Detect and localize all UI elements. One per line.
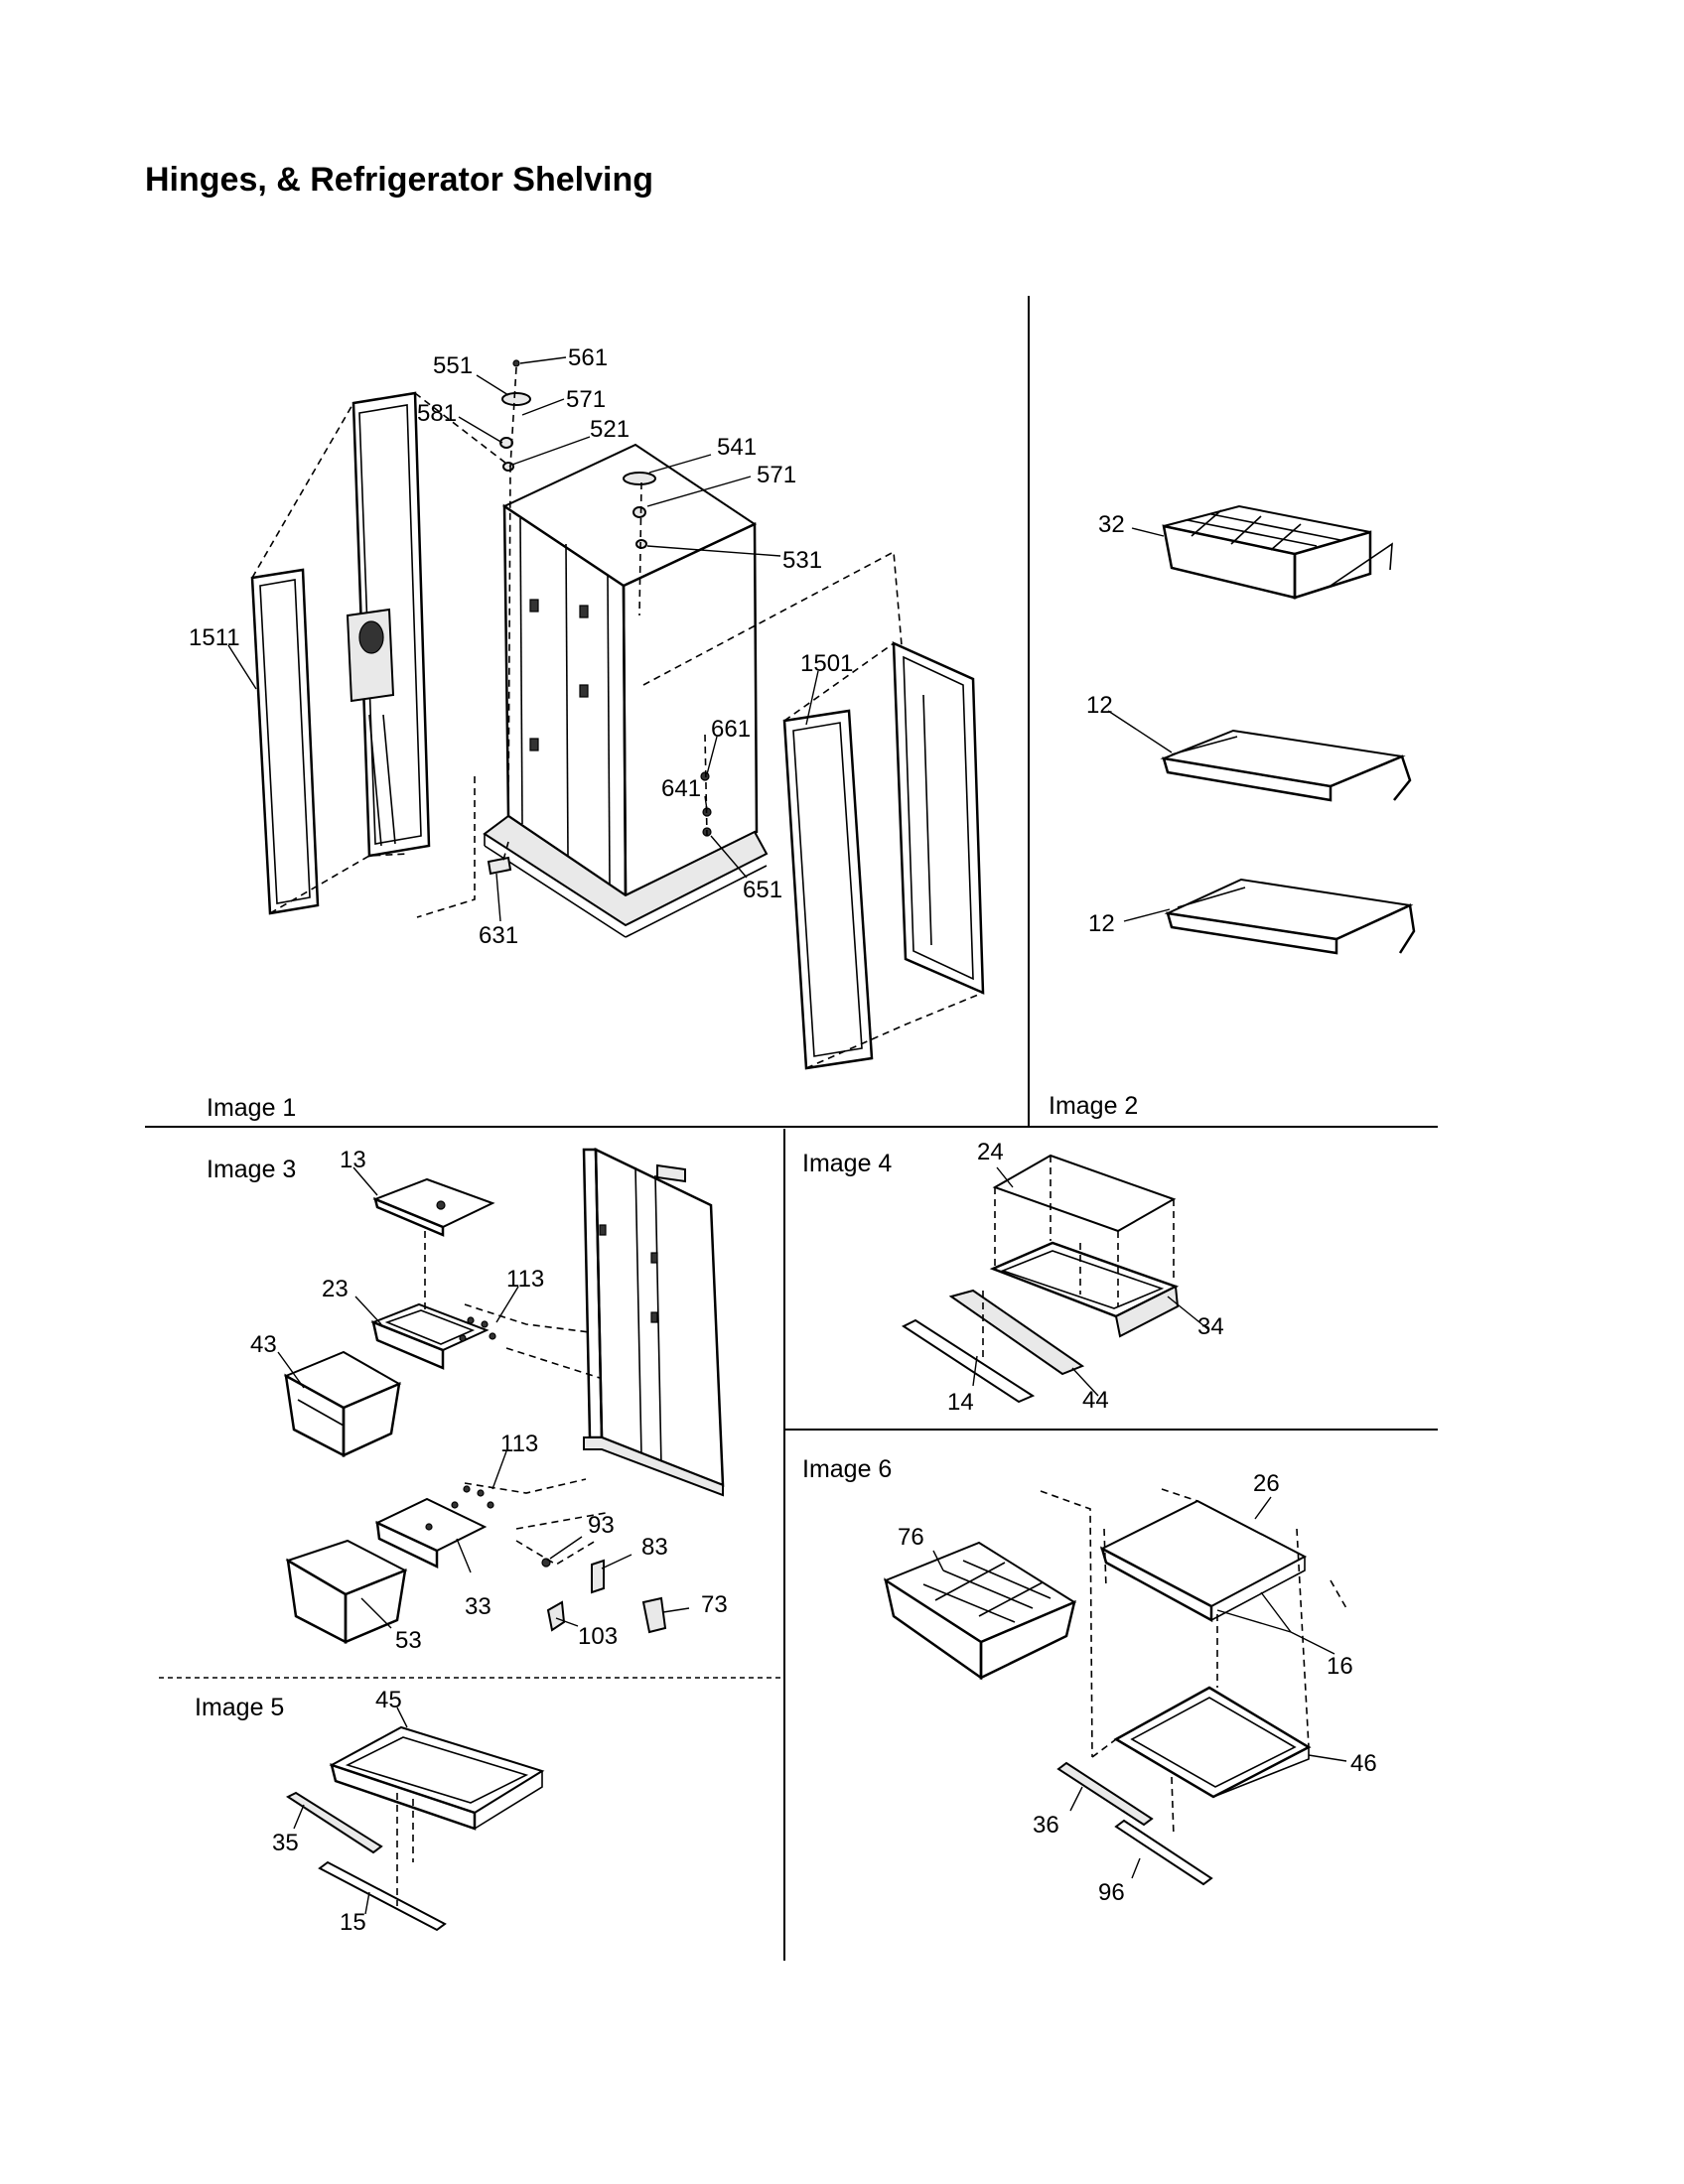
part-label: 45 <box>375 1687 402 1713</box>
part-label: 651 <box>743 877 782 903</box>
part-label: 53 <box>395 1627 422 1654</box>
part-label: 561 <box>568 344 608 371</box>
fresh-food-door-gasket <box>782 709 874 1070</box>
shelf-45 <box>329 1725 545 1831</box>
part-label: 551 <box>433 352 473 379</box>
cover-13 <box>372 1177 495 1237</box>
part-label: 113 <box>500 1431 538 1457</box>
fresh-food-door <box>892 641 985 995</box>
page-title: Hinges, & Refrigerator Shelving <box>145 161 653 199</box>
part-label: 14 <box>947 1389 974 1416</box>
deli-drawer-32 <box>1162 504 1393 600</box>
image6-leaders <box>932 1496 1347 1879</box>
frame-46 <box>1113 1686 1312 1799</box>
part-label: 13 <box>340 1147 366 1173</box>
part-label: 46 <box>1350 1750 1377 1777</box>
image6-drawing <box>883 1488 1347 1886</box>
panel-label-image4: Image 4 <box>802 1150 892 1177</box>
freezer-door <box>346 391 431 858</box>
crisper-drawer-43 <box>283 1350 402 1458</box>
part-label: 26 <box>1253 1470 1280 1497</box>
rail-44 <box>948 1289 1085 1376</box>
rail-clips <box>451 1316 667 1634</box>
part-label: 541 <box>717 434 757 461</box>
part-label: 1501 <box>800 650 853 677</box>
part-label: 76 <box>898 1524 924 1551</box>
panel-label-image3: Image 3 <box>207 1156 296 1183</box>
image4-drawing <box>901 1154 1180 1404</box>
rail-15 <box>318 1860 447 1932</box>
panel-label-image1: Image 1 <box>207 1094 296 1122</box>
part-label: 581 <box>417 400 457 427</box>
part-label: 93 <box>588 1512 615 1539</box>
image5-drawing <box>285 1725 545 1932</box>
part-label: 631 <box>479 922 518 949</box>
image3-drawing <box>283 1147 725 1645</box>
panel-label-image2: Image 2 <box>1049 1092 1138 1120</box>
part-label: 36 <box>1033 1812 1059 1839</box>
rail-96 <box>1114 1819 1213 1886</box>
hinge-parts <box>487 359 712 876</box>
part-label: 531 <box>782 547 822 574</box>
part-label: 641 <box>661 775 701 802</box>
part-label: 43 <box>250 1331 277 1358</box>
drawer-24 <box>992 1154 1177 1306</box>
image1-drawing <box>250 359 985 1070</box>
part-label: 73 <box>701 1591 728 1618</box>
part-label: 571 <box>566 386 606 413</box>
shelf-12-upper <box>1160 729 1412 802</box>
panel-label-image5: Image 5 <box>195 1694 284 1721</box>
shelf-26 <box>1099 1499 1308 1623</box>
part-label: 35 <box>272 1830 299 1856</box>
crisper-cover-23 <box>370 1302 490 1370</box>
pan-76 <box>883 1541 1077 1681</box>
crisper-cover-33 <box>374 1497 488 1569</box>
drawer-frame-34 <box>989 1241 1180 1338</box>
rail-36 <box>1056 1761 1154 1827</box>
shelf-12-lower <box>1164 878 1416 955</box>
part-label: 96 <box>1098 1879 1125 1906</box>
rail-35 <box>285 1791 383 1854</box>
image5-leaders <box>293 1706 408 1915</box>
part-label: 83 <box>641 1534 668 1561</box>
part-label: 24 <box>977 1139 1004 1165</box>
image4-leaders <box>972 1166 1210 1397</box>
panel-label-image6: Image 6 <box>802 1455 892 1483</box>
image3-leaders <box>277 1166 690 1629</box>
part-label: 33 <box>465 1593 491 1620</box>
part-label: 521 <box>590 416 630 443</box>
cabinet-interior <box>582 1147 725 1497</box>
part-label: 34 <box>1197 1313 1224 1340</box>
part-label: 16 <box>1327 1653 1353 1680</box>
part-label: 15 <box>340 1909 366 1936</box>
refrigerator-cabinet <box>483 443 769 938</box>
part-label: 103 <box>578 1623 618 1650</box>
image2-drawing <box>1160 504 1416 955</box>
part-label: 23 <box>322 1276 349 1302</box>
part-label: 12 <box>1086 692 1113 719</box>
part-label: 32 <box>1098 511 1125 538</box>
rail-14 <box>901 1318 1036 1404</box>
freezer-door-gasket <box>250 568 320 915</box>
part-label: 12 <box>1088 910 1115 937</box>
crisper-drawer-53 <box>285 1539 408 1645</box>
part-label: 1511 <box>189 624 240 651</box>
part-label: 661 <box>711 716 751 743</box>
part-label: 571 <box>757 462 796 488</box>
image2-leaders <box>1107 527 1173 922</box>
part-label: 113 <box>506 1266 544 1293</box>
part-label: 44 <box>1082 1387 1109 1414</box>
image1-leaders <box>227 356 819 922</box>
